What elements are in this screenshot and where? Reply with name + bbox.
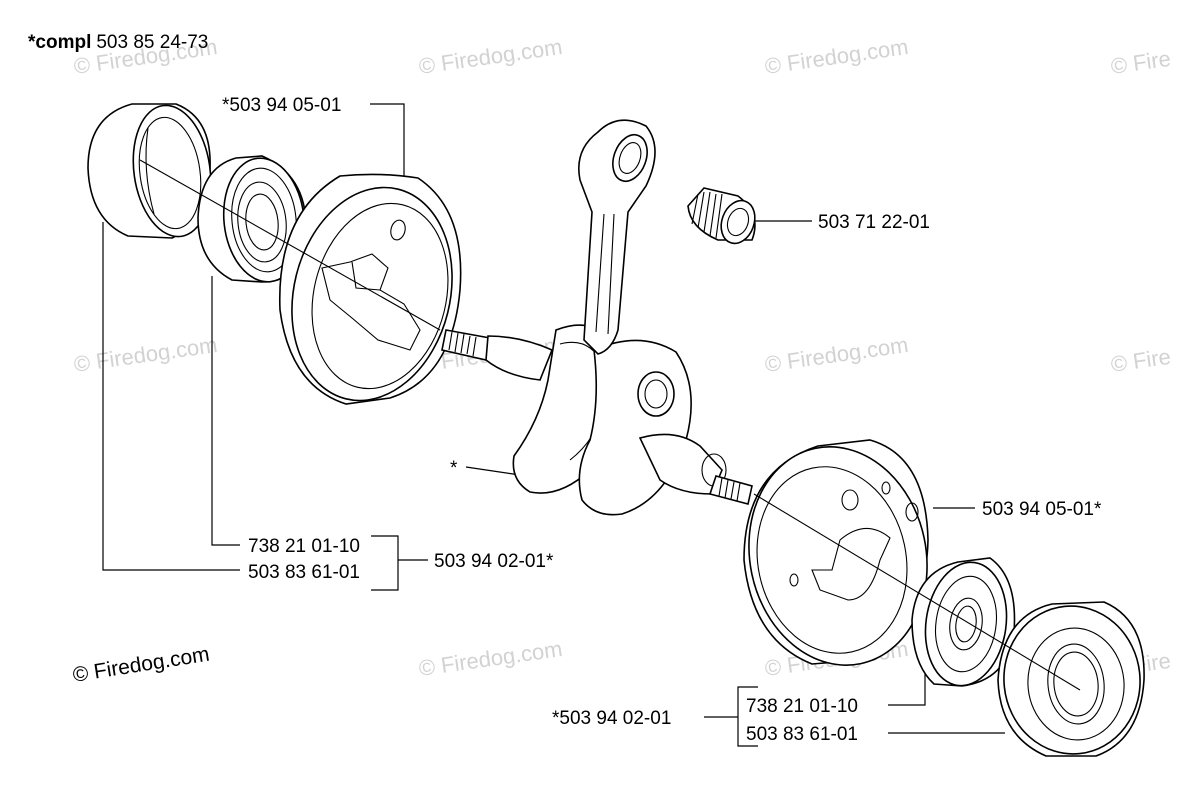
label-needle-bearing: 503 71 22-01 — [818, 212, 930, 233]
watermark: © Fire — [1109, 46, 1172, 79]
leader-crank — [465, 466, 521, 476]
label-right-seal: 503 83 61-01 — [746, 724, 858, 745]
watermark: © Firedog.com — [417, 636, 564, 681]
label-right-group: *503 94 02-01 — [552, 708, 671, 729]
label-left-group: 503 94 02-01* — [434, 551, 554, 572]
crank-cover-bottom — [743, 439, 929, 666]
watermark: © Firedog.com — [417, 34, 564, 79]
leader-left-bearing — [211, 276, 240, 546]
leader-left-seal — [102, 222, 240, 571]
assembly-title-prefix: *compl — [28, 32, 91, 53]
watermark: © Fire — [1109, 344, 1172, 377]
watermark: © Firedog.com — [763, 332, 910, 377]
watermark-main: © Firedog.com — [71, 643, 211, 687]
part-labels: *503 94 05-01 503 71 22-01 * 503 94 05-0… — [222, 95, 1102, 745]
leader-lines — [102, 103, 1005, 747]
axis-line — [139, 159, 1081, 691]
ball-bearing-right — [911, 557, 1016, 687]
seal-ring-left — [87, 103, 212, 239]
seal-ring-right — [997, 601, 1145, 757]
assembly-title-number: 503 85 24-73 — [96, 32, 208, 53]
bracket-right-group — [737, 686, 758, 747]
label-crankshaft: * — [450, 458, 458, 479]
leader-cover-top — [370, 103, 405, 186]
bracket-left-group — [371, 535, 399, 591]
label-cover-bottom: 503 94 05-01* — [982, 499, 1102, 520]
label-left-bearing: 738 21 01-10 — [248, 536, 360, 557]
ball-bearing-left — [197, 155, 307, 283]
label-left-seal: 503 83 61-01 — [248, 562, 360, 583]
watermark: © Firedog.com — [763, 34, 910, 79]
label-cover-top: *503 94 05-01 — [222, 95, 341, 116]
needle-bearing — [687, 187, 756, 245]
crank-cover-top — [278, 173, 462, 405]
crankshaft — [441, 324, 753, 516]
watermark: © Firedog.com — [72, 332, 219, 377]
label-right-bearing: 738 21 01-10 — [746, 696, 858, 717]
connecting-rod — [578, 119, 656, 355]
